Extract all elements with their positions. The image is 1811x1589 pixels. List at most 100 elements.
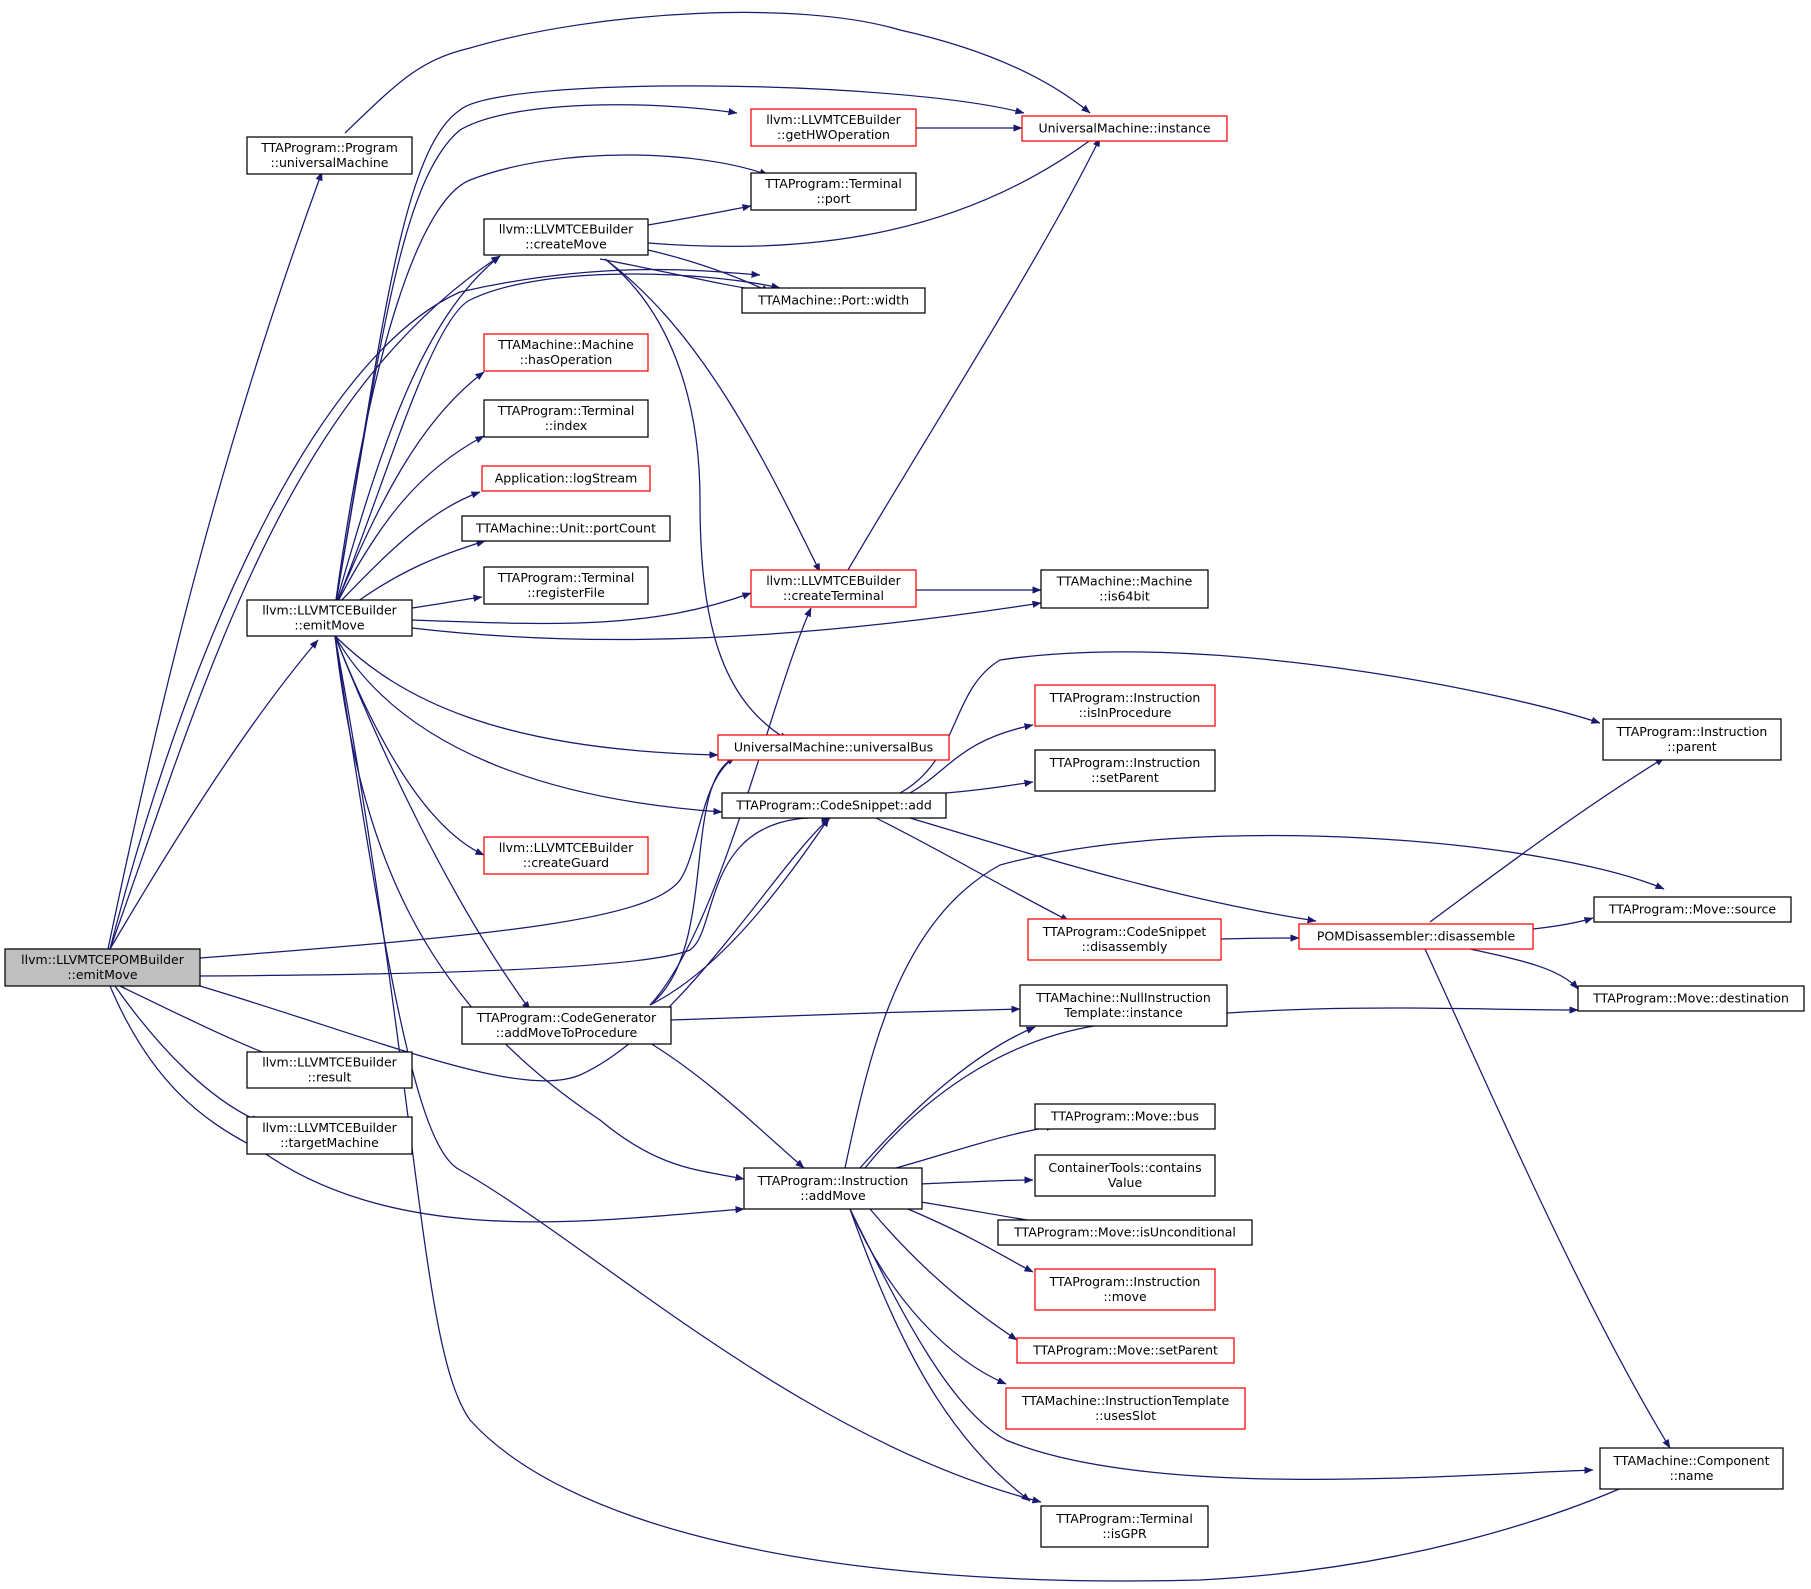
node-box[interactable] (483, 836, 649, 875)
edge-root-createMove (109, 255, 501, 950)
node-emitMove[interactable]: llvm::LLVMTCEBuilder::emitMove (246, 599, 413, 637)
node-box[interactable] (483, 333, 649, 372)
node-portWidth[interactable]: TTAMachine::Port::width (741, 287, 926, 314)
node-box[interactable] (461, 515, 671, 542)
node-label: ::parent (1667, 739, 1716, 754)
node-box[interactable] (483, 218, 649, 256)
node-createTerminal[interactable]: llvm::LLVMTCEBuilder::createTerminal (750, 569, 917, 608)
node-instrMove[interactable]: TTAProgram::Instruction::move (1034, 1268, 1216, 1311)
node-label: ::isInProcedure (1079, 705, 1172, 720)
node-moveBus[interactable]: TTAProgram::Move::bus (1034, 1103, 1216, 1130)
node-pomDisasm[interactable]: POMDisassembler::disassemble (1298, 923, 1534, 950)
edge-iam-movedest (864, 1006, 1579, 1169)
edge-cm-universalbus (604, 258, 789, 741)
node-moveSource[interactable]: TTAProgram::Move::source (1593, 896, 1792, 923)
edge-root-targetMachine (114, 985, 261, 1123)
node-box[interactable] (741, 287, 926, 314)
node-logStream[interactable]: Application::logStream (481, 465, 651, 492)
node-box[interactable] (1040, 569, 1209, 609)
node-box[interactable] (1298, 923, 1534, 950)
node-prog_univ[interactable]: TTAProgram::Program::universalMachine (246, 136, 413, 175)
node-label: Value (1108, 1175, 1143, 1190)
node-box[interactable] (1005, 1387, 1246, 1430)
node-box[interactable] (483, 399, 649, 438)
node-box[interactable] (721, 792, 947, 819)
node-universalBus[interactable]: UniversalMachine::universalBus (717, 734, 950, 761)
node-box[interactable] (1021, 115, 1228, 142)
node-box[interactable] (461, 1006, 672, 1045)
node-box[interactable] (1040, 1505, 1209, 1548)
node-csDisassembly[interactable]: TTAProgram::CodeSnippet::disassembly (1027, 918, 1222, 961)
node-label: TTAProgram::Instruction (757, 1173, 909, 1188)
node-box[interactable] (1593, 896, 1792, 923)
node-box[interactable] (246, 1051, 413, 1089)
node-box[interactable] (717, 734, 950, 761)
node-box[interactable] (1034, 1154, 1216, 1197)
node-term_index[interactable]: TTAProgram::Terminal::index (483, 399, 649, 438)
node-compName[interactable]: TTAMachine::Component::name (1599, 1447, 1784, 1490)
node-box[interactable] (246, 1116, 413, 1155)
node-result[interactable]: llvm::LLVMTCEBuilder::result (246, 1051, 413, 1089)
node-registerFile[interactable]: TTAProgram::Terminal::registerFile (483, 566, 649, 605)
node-box[interactable] (246, 136, 413, 175)
edge-pom-movedest (1469, 948, 1579, 990)
node-label: ::targetMachine (280, 1135, 379, 1150)
node-box[interactable] (1602, 718, 1782, 761)
node-box[interactable] (483, 566, 649, 605)
node-box[interactable] (1019, 984, 1228, 1027)
node-createGuard[interactable]: llvm::LLVMTCEBuilder::createGuard (483, 836, 649, 875)
node-instrParent[interactable]: TTAProgram::Instruction::parent (1602, 718, 1782, 761)
node-label: TTAProgram::Terminal (764, 176, 902, 191)
node-box[interactable] (1034, 1268, 1216, 1311)
node-box[interactable] (246, 599, 413, 637)
node-box[interactable] (1599, 1447, 1784, 1490)
node-addMoveToProc[interactable]: TTAProgram::CodeGenerator::addMoveToProc… (461, 1006, 672, 1045)
node-box[interactable] (1034, 749, 1216, 792)
node-isGPR[interactable]: TTAProgram::Terminal::isGPR (1040, 1505, 1209, 1548)
node-root[interactable]: llvm::LLVMTCEPOMBuilder::emitMove (4, 948, 201, 987)
node-setParentI[interactable]: TTAProgram::Instruction::setParent (1034, 749, 1216, 792)
edges (107, 11, 1671, 1582)
node-label: llvm::LLVMTCEBuilder (262, 603, 397, 618)
node-hasOperation[interactable]: TTAMachine::Machine::hasOperation (483, 333, 649, 372)
node-usesSlot[interactable]: TTAMachine::InstructionTemplate::usesSlo… (1005, 1387, 1246, 1430)
node-box[interactable] (750, 108, 917, 147)
node-box[interactable] (4, 948, 201, 987)
node-box[interactable] (743, 1167, 923, 1210)
node-getHWOp[interactable]: llvm::LLVMTCEBuilder::getHWOperation (750, 108, 917, 147)
edge-iam-movesource (844, 834, 1665, 1169)
node-box[interactable] (1034, 1103, 1216, 1130)
node-label: ::getHWOperation (777, 127, 890, 142)
node-nullInstrTmpl[interactable]: TTAMachine::NullInstructionTemplate::ins… (1019, 984, 1228, 1027)
node-box[interactable] (997, 1219, 1253, 1246)
node-moveDest[interactable]: TTAProgram::Move::destination (1577, 985, 1805, 1012)
node-term_port[interactable]: TTAProgram::Terminal::port (750, 172, 917, 211)
node-box[interactable] (750, 569, 917, 608)
edge-emit-termindex (334, 435, 485, 608)
node-label: TTAMachine::Machine (497, 337, 634, 352)
node-isInProcedure[interactable]: TTAProgram::Instruction::isInProcedure (1034, 684, 1216, 727)
node-portCount[interactable]: TTAMachine::Unit::portCount (461, 515, 671, 542)
node-label: TTAMachine::Unit::portCount (475, 521, 656, 536)
node-targetMachine[interactable]: llvm::LLVMTCEBuilder::targetMachine (246, 1116, 413, 1155)
node-instrAddMove[interactable]: TTAProgram::Instruction::addMove (743, 1167, 923, 1210)
edge-emit-termport (334, 154, 769, 608)
node-umInstance[interactable]: UniversalMachine::instance (1021, 115, 1228, 142)
node-label: TTAProgram::Move::source (1608, 902, 1777, 917)
node-box[interactable] (481, 465, 651, 492)
node-csAdd[interactable]: TTAProgram::CodeSnippet::add (721, 792, 947, 819)
node-label: llvm::LLVMTCEBuilder (766, 112, 901, 127)
node-is64bit[interactable]: TTAMachine::Machine::is64bit (1040, 569, 1209, 609)
edge-root-csAdd (199, 813, 831, 977)
node-box[interactable] (750, 172, 917, 211)
node-label: ::usesSlot (1095, 1408, 1156, 1423)
edge-root-emitMove (109, 639, 319, 950)
node-box[interactable] (1034, 684, 1216, 727)
node-isUncond[interactable]: TTAProgram::Move::isUnconditional (997, 1219, 1253, 1246)
node-box[interactable] (1577, 985, 1805, 1012)
node-box[interactable] (1027, 918, 1222, 961)
node-box[interactable] (1016, 1337, 1235, 1364)
node-createMove[interactable]: llvm::LLVMTCEBuilder::createMove (483, 218, 649, 256)
node-moveSetParent[interactable]: TTAProgram::Move::setParent (1016, 1337, 1235, 1364)
